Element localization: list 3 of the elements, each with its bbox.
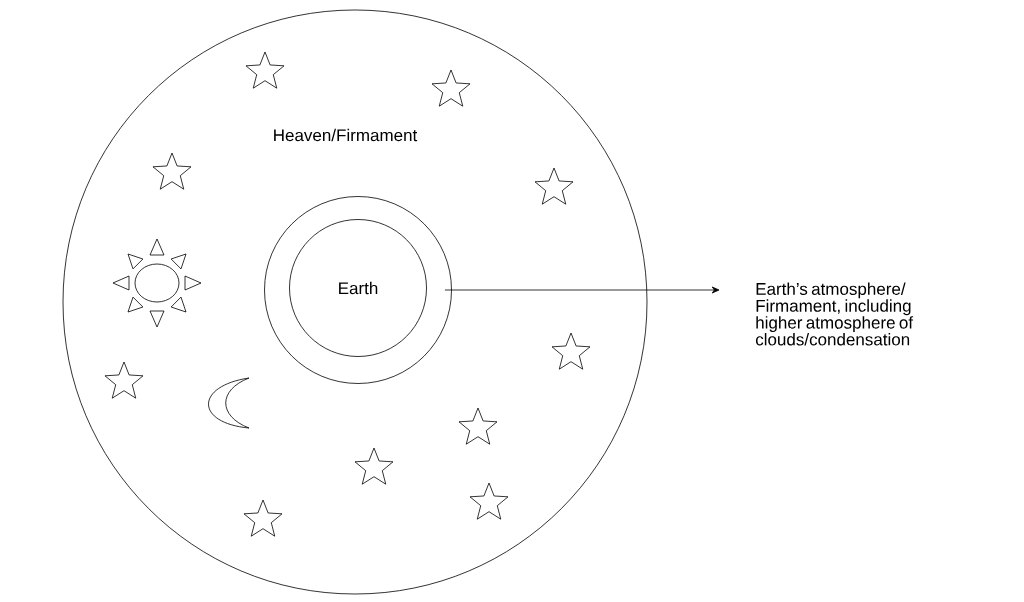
leader-arrow [444, 286, 720, 294]
atmosphere-ring [264, 196, 452, 384]
annotation-text: Earth’s atmosphere/ Firmament, including higher atmosphere of clouds/condensation [755, 282, 914, 346]
